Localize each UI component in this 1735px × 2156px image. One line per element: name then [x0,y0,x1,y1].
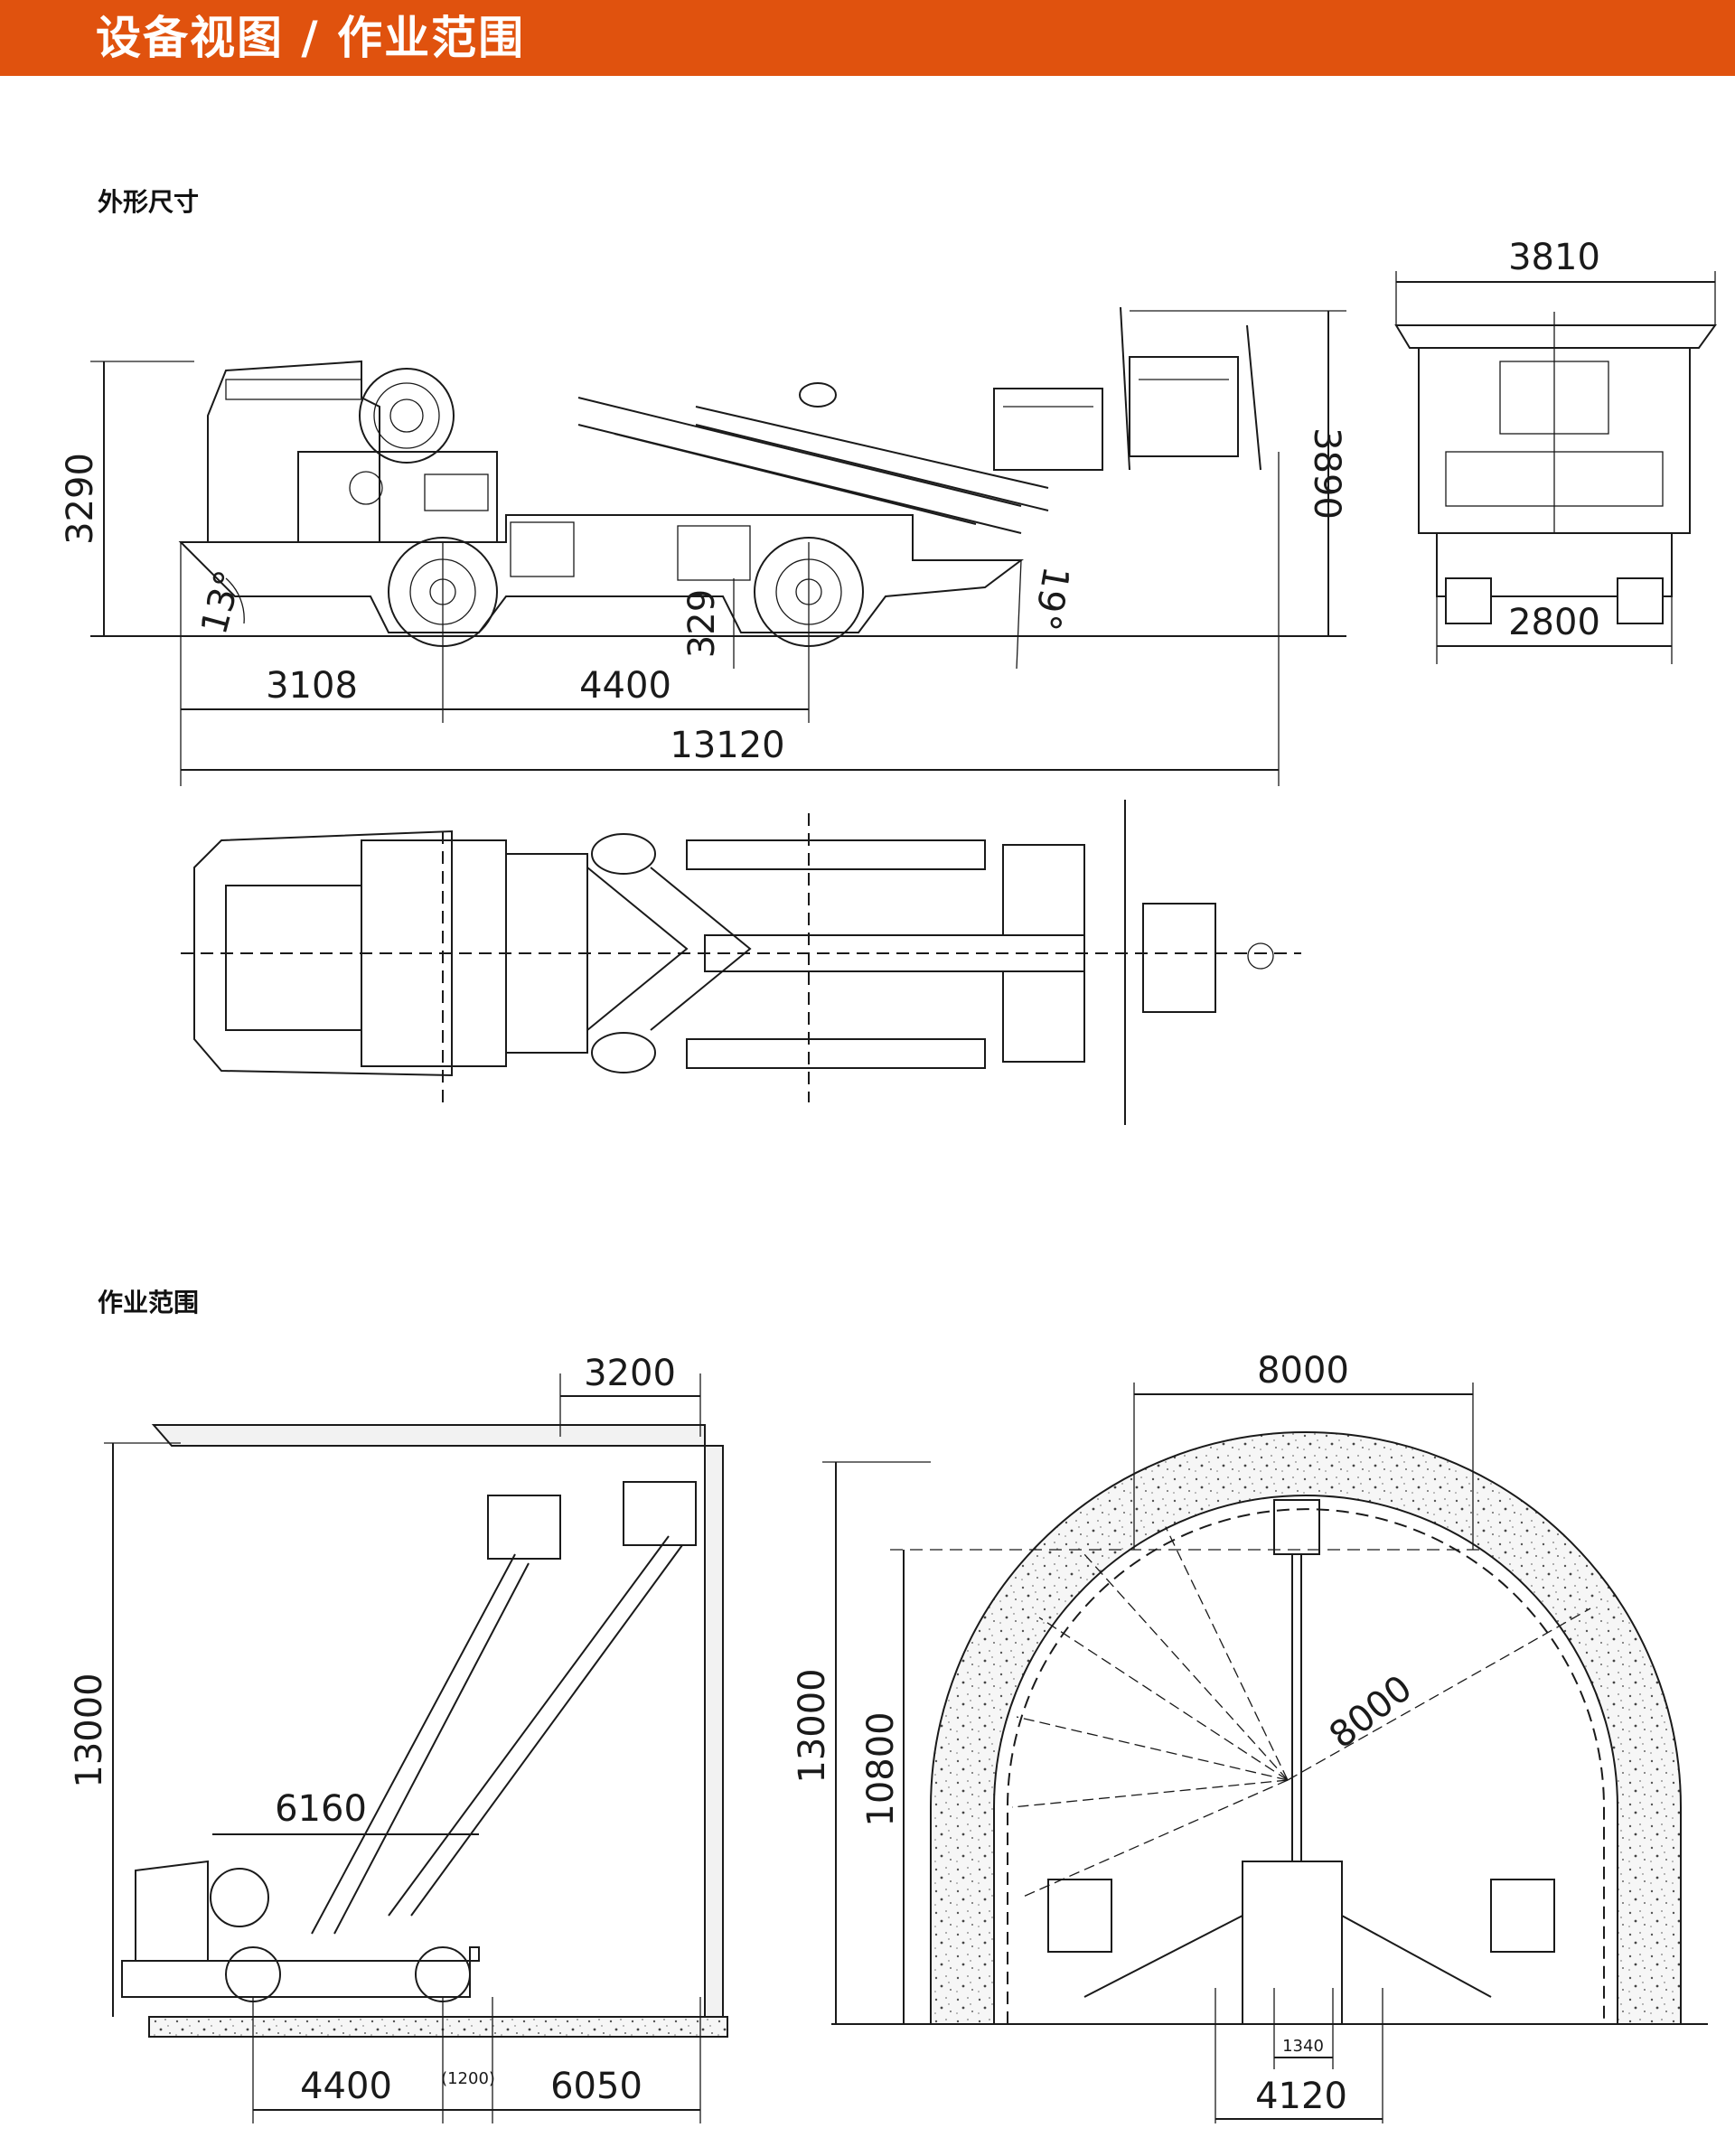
tunnel-section-drawing: 8000 13000 10800 8000 1340 4120 [792,1350,1708,2123]
front-width-bottom-label: 2800 [1508,602,1600,643]
section-top-width-label: 8000 [1257,1350,1349,1392]
radius-label: 8000 [1322,1667,1421,1757]
side-height-label: 3290 [60,453,101,545]
top-reach-label: 3200 [584,1353,676,1394]
work-side-wheelbase-label: 4400 [300,2066,392,2107]
side-wheelbase-label: 4400 [579,665,671,707]
side-overall-height-label: 3890 [1306,427,1347,520]
top-view-drawing [181,800,1301,1125]
section-heading-working-range: 作业范围 [98,1288,200,1317]
forward-reach-label: 6050 [550,2066,642,2107]
track-label: 1340 [1282,2037,1324,2056]
section-height-label: 13000 [792,1668,833,1783]
boom-reach-label: 6160 [275,1788,367,1830]
front-width-top-label: 3810 [1508,237,1600,278]
section-heading-dimensions: 外形尺寸 [98,187,200,217]
front-length-label: 3108 [266,665,358,707]
header-bar: 设备视图 / 作业范围 [0,0,1735,76]
base-width-label: 4120 [1255,2076,1347,2117]
vertical-reach-label: 10800 [860,1711,902,1826]
overall-length-label: 13120 [670,725,784,766]
approach-angle-label: 13° [193,566,250,638]
page-title: 设备视图 / 作业范围 [96,12,526,64]
work-side-height-label: 13000 [69,1673,110,1787]
side-view-drawing: 3290 3890 329 13° 19° 3108 4400 13120 [60,306,1347,786]
ground-clearance-label: 329 [681,589,723,658]
offset-label: (1200) [441,2069,495,2088]
front-view-drawing: 3810 2800 [1394,237,1717,664]
departure-angle-label: 19° [1025,563,1077,633]
working-side-drawing: 13000 3200 6160 4400 (1200) 6050 [69,1353,728,2123]
